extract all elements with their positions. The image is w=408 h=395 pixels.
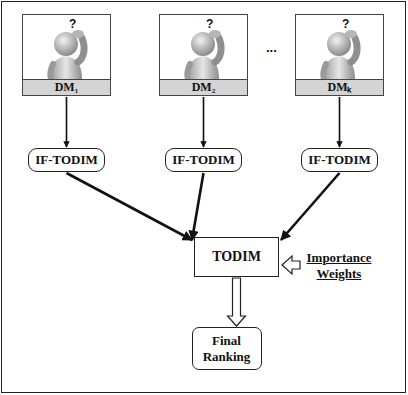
arrow-connector xyxy=(203,97,205,147)
node-text: IF-TODIM xyxy=(35,152,98,168)
arrow-connector xyxy=(339,97,341,147)
process-box: TODIM xyxy=(194,237,279,277)
node-text: TODIM xyxy=(212,249,261,265)
person-figure xyxy=(323,30,357,80)
node-text: Final Ranking xyxy=(199,333,255,365)
node-text: DM₂ xyxy=(160,79,247,95)
person-figure xyxy=(187,30,221,80)
hollow-arrow xyxy=(228,278,246,326)
node-text: DM₁ xyxy=(23,79,110,95)
question-mark: ? xyxy=(206,17,213,31)
node-text: IF-TODIM xyxy=(172,152,235,168)
decision-maker: DMₖ xyxy=(295,14,384,96)
hollow-arrow xyxy=(282,256,300,274)
question-mark: ? xyxy=(69,17,76,31)
arrow-connector xyxy=(192,173,203,240)
decision-maker: DM₂ xyxy=(159,14,248,96)
person-figure xyxy=(50,30,84,80)
input-label: Importance Weights xyxy=(298,250,380,282)
node-text: DMₖ xyxy=(296,79,383,95)
arrow-connector xyxy=(66,173,192,240)
question-mark: ? xyxy=(342,17,349,31)
node-text: IF-TODIM xyxy=(308,152,371,168)
result-box: Final Ranking xyxy=(192,327,262,370)
arrow-connector xyxy=(66,97,68,147)
process-box: IF-TODIM xyxy=(301,148,378,172)
process-box: IF-TODIM xyxy=(28,148,105,172)
ellipsis: ... xyxy=(266,40,277,55)
decision-maker: DM₁ xyxy=(22,14,111,96)
arrow-connector xyxy=(281,173,339,240)
process-box: IF-TODIM xyxy=(165,148,242,172)
